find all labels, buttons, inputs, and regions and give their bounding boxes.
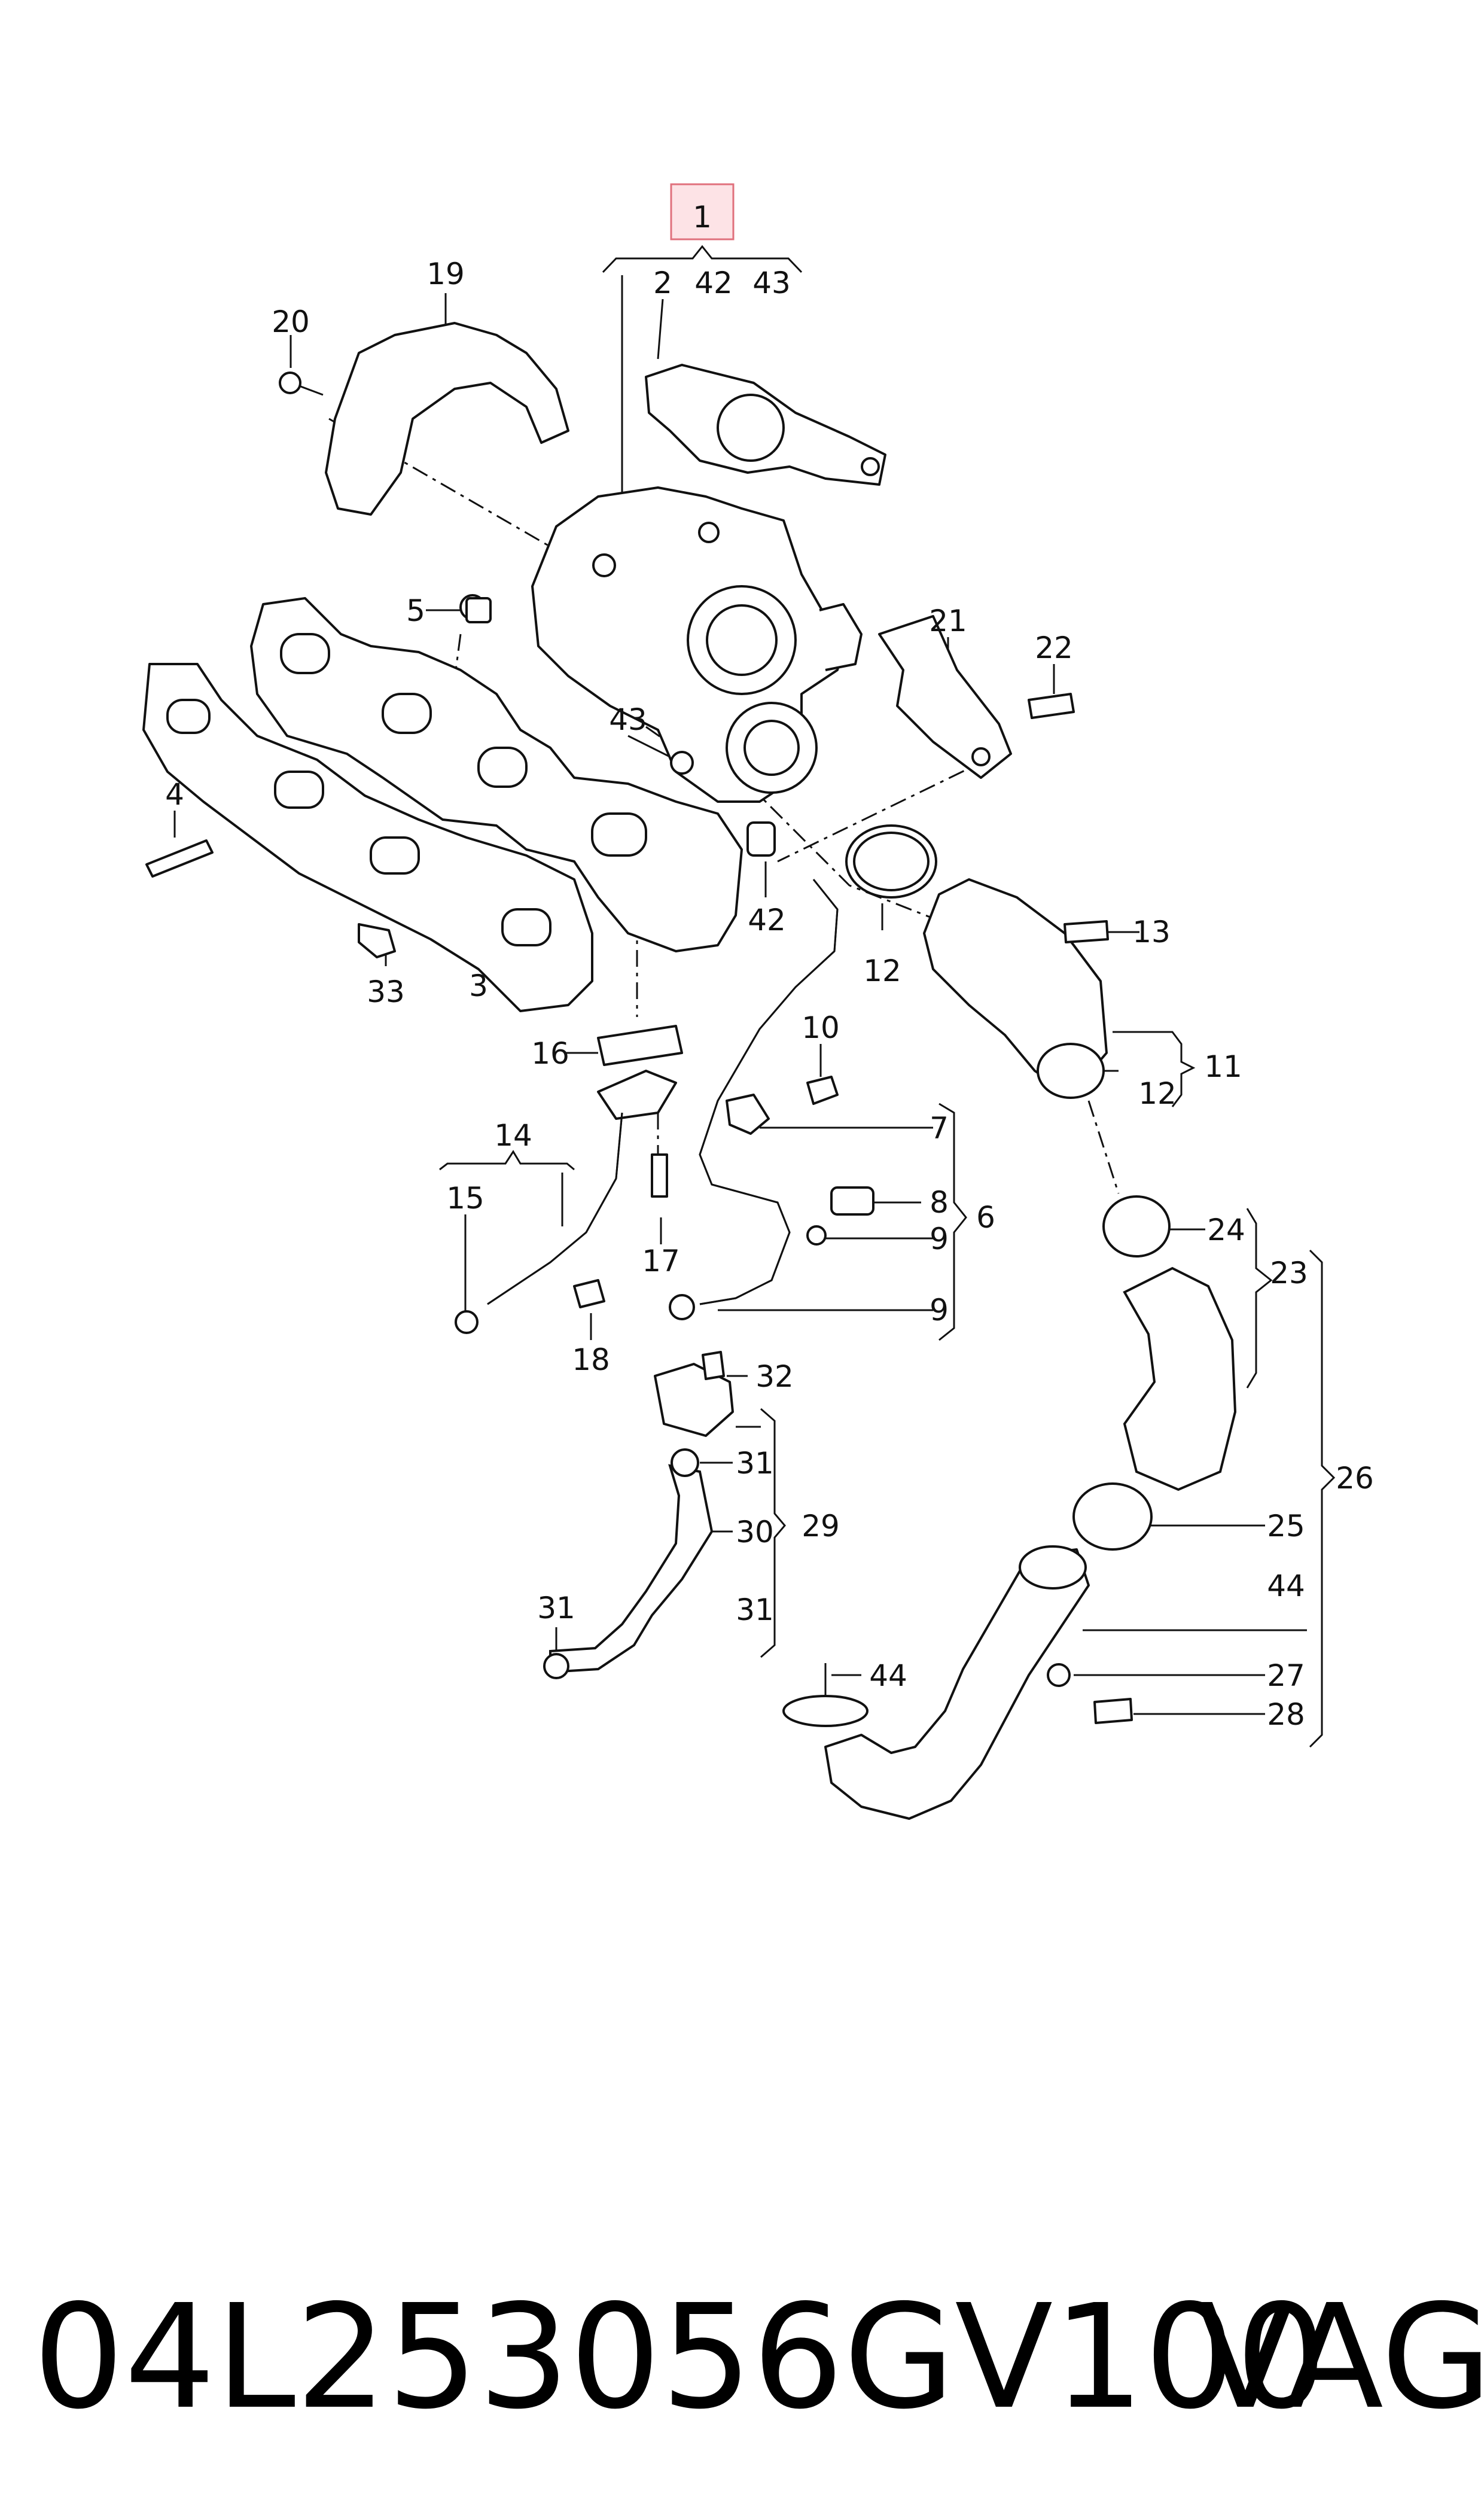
callout-8: 8 xyxy=(930,1185,949,1220)
flange-14 xyxy=(597,1070,677,1120)
callout-31-middle: 31 xyxy=(736,1593,774,1627)
callout-31-left: 31 xyxy=(537,1591,575,1625)
callout-32: 32 xyxy=(755,1359,794,1394)
callout-15: 15 xyxy=(446,1181,484,1216)
callout-6: 6 xyxy=(976,1200,995,1235)
callout-27: 27 xyxy=(1267,1658,1305,1693)
sensor-29 xyxy=(654,1363,734,1437)
bolt-20 xyxy=(279,372,301,394)
bolt-18 xyxy=(573,1279,605,1308)
clamp-25 xyxy=(1072,1482,1153,1551)
callout-4: 4 xyxy=(165,777,184,812)
callout-12: 12 xyxy=(863,954,901,988)
callout-19: 19 xyxy=(426,257,465,291)
hose-23 xyxy=(1123,1266,1237,1491)
callout-26: 26 xyxy=(1336,1461,1374,1496)
heat-shield-19 xyxy=(325,322,569,516)
callout-33: 33 xyxy=(367,975,405,1009)
callout-17: 17 xyxy=(642,1244,680,1278)
callout-29: 29 xyxy=(802,1509,840,1543)
o-ring-15 xyxy=(455,1310,479,1334)
clamp-31 xyxy=(671,1448,699,1477)
callout-23: 23 xyxy=(1270,1256,1308,1290)
callout-9: 9 xyxy=(930,1222,949,1256)
part-1-highlight-box xyxy=(670,183,735,240)
callout-3: 3 xyxy=(469,969,488,1003)
nut-5 xyxy=(465,597,492,623)
callout-43-lower: 43 xyxy=(609,702,647,737)
callout-20: 20 xyxy=(272,305,310,339)
callout-43: 43 xyxy=(752,266,791,300)
bolt-32 xyxy=(702,1351,725,1380)
callout-16: 16 xyxy=(531,1036,569,1071)
callout-42: 42 xyxy=(694,266,733,300)
callout-30: 30 xyxy=(736,1515,774,1549)
callout-22: 22 xyxy=(1035,631,1073,665)
bolt-13 xyxy=(1064,920,1109,943)
bolt-17 xyxy=(651,1153,668,1198)
bolt-33 xyxy=(358,923,396,958)
callout-25: 25 xyxy=(1267,1509,1305,1543)
callout-21: 21 xyxy=(929,604,967,638)
callout-7: 7 xyxy=(930,1111,949,1146)
callout-5: 5 xyxy=(406,593,425,628)
callout-11: 11 xyxy=(1204,1049,1242,1084)
banjo-bolt-42 xyxy=(746,821,776,857)
brand-caption: VAG xyxy=(1196,2273,1484,2441)
bolt-10 xyxy=(806,1076,839,1105)
seal-43 xyxy=(670,751,694,775)
callout-31: 31 xyxy=(736,1446,774,1481)
bolt-22 xyxy=(1028,693,1075,719)
bolt-28 xyxy=(1093,1698,1133,1724)
gasket-3 xyxy=(142,663,593,1012)
callout-18: 18 xyxy=(572,1342,610,1377)
bracket-21 xyxy=(878,615,1012,779)
gasket-16 xyxy=(597,1025,683,1066)
callout-13: 13 xyxy=(1132,915,1171,949)
charge-pipe-26 xyxy=(824,1548,1090,1820)
callout-9-lower: 9 xyxy=(930,1293,949,1327)
callout-44-lower: 44 xyxy=(869,1658,907,1693)
part-number-caption: 04L253056GV100 xyxy=(33,2273,1327,2441)
callout-12-right: 12 xyxy=(1138,1076,1177,1111)
callout-24: 24 xyxy=(1207,1213,1245,1247)
clamp-24 xyxy=(1102,1195,1171,1258)
seal-9 xyxy=(806,1225,827,1246)
callout-14: 14 xyxy=(494,1118,532,1153)
callout-28: 28 xyxy=(1267,1697,1305,1732)
nut-27 xyxy=(1047,1663,1071,1687)
callout-10: 10 xyxy=(802,1010,840,1045)
banjo-bolt-8 xyxy=(830,1186,874,1216)
stud-4 xyxy=(145,839,214,878)
callout-44: 44 xyxy=(1267,1569,1305,1603)
callout-2: 2 xyxy=(653,266,672,300)
callout-42-lower: 42 xyxy=(748,903,786,937)
callout-1: 1 xyxy=(693,200,712,235)
clip-7 xyxy=(726,1094,770,1135)
o-ring-44 xyxy=(782,1695,869,1727)
